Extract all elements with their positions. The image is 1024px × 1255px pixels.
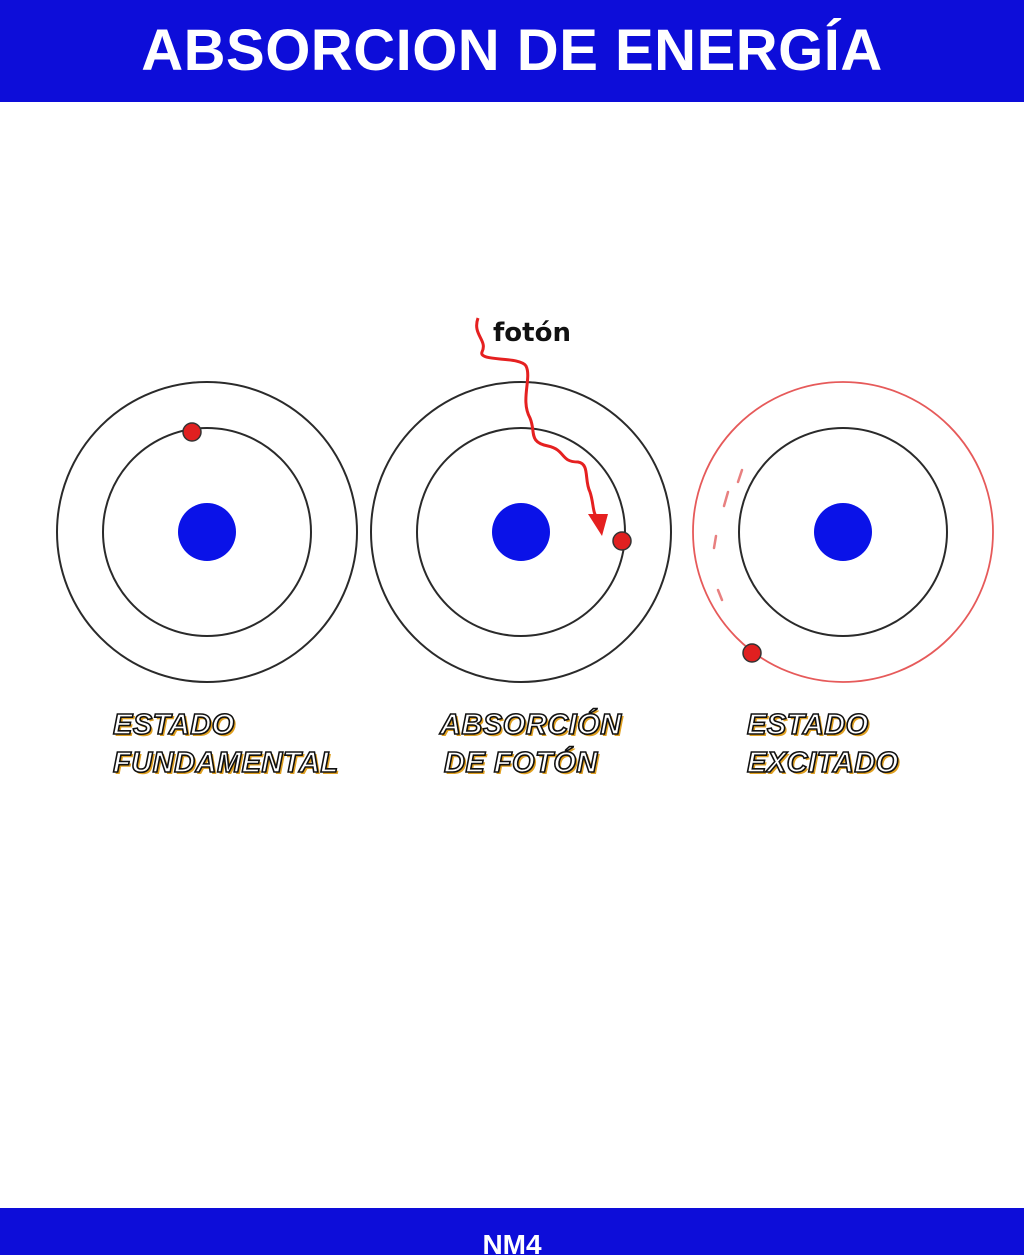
- transition-trail: [712, 468, 744, 602]
- electron: [182, 422, 202, 442]
- nucleus: [814, 503, 872, 561]
- photon-wave: [475, 317, 600, 521]
- inner-orbit: [738, 427, 948, 637]
- footer-label: NM4: [482, 1229, 542, 1255]
- header-banner: ABSORCION DE ENERGÍA: [0, 0, 1024, 102]
- label-line: FUNDAMENTAL: [112, 746, 339, 780]
- label-ground-state: ESTADO FUNDAMENTAL: [112, 706, 339, 782]
- label-excited-state: ESTADO EXCITADO: [746, 706, 899, 782]
- label-line: ABSORCIÓN: [439, 708, 622, 742]
- excited-orbit: [692, 381, 994, 683]
- label-photon-absorption: ABSORCIÓN DE FOTÓN: [439, 706, 622, 782]
- atom-ground-state: [56, 381, 358, 683]
- outer-orbit: [56, 381, 358, 683]
- label-line: DE FOTÓN: [443, 746, 598, 780]
- atom-photon-absorption: [370, 317, 672, 683]
- footer-banner: NM4: [0, 1208, 1024, 1255]
- atom-excited-state: [692, 381, 994, 683]
- label-line: ESTADO: [746, 708, 869, 742]
- label-line: EXCITADO: [746, 746, 899, 780]
- outer-orbit: [370, 381, 672, 683]
- electron: [612, 531, 632, 551]
- label-line: ESTADO: [112, 708, 235, 742]
- photon-label: fotón: [493, 318, 571, 348]
- photon-arrowhead: [588, 514, 608, 536]
- nucleus: [178, 503, 236, 561]
- electron: [742, 643, 762, 663]
- page-title: ABSORCION DE ENERGÍA: [141, 18, 883, 83]
- nucleus: [492, 503, 550, 561]
- inner-orbit: [102, 427, 312, 637]
